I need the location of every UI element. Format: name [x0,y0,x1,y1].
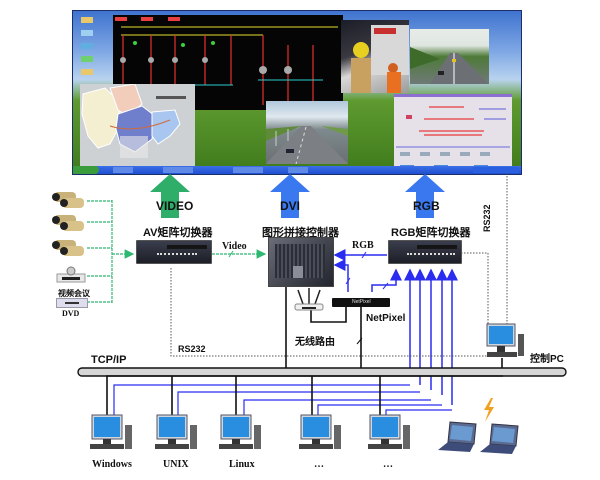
road-photo-window [410,29,489,84]
rgb-lines [333,249,458,405]
computer-icon [219,414,261,449]
highway-photo [266,126,348,164]
laptop-icon [480,423,519,454]
computer-icon [155,414,197,449]
workstation-linux [217,413,263,460]
workstation-other-2 [366,413,412,460]
netpixel-device: NetPixel [332,298,390,307]
dvi-arrow [270,174,310,218]
av-matrix-switcher [136,240,212,264]
dvd-label: DVD [62,309,80,318]
computer-icon [486,323,524,357]
dvi-arrow-label: DVI [280,199,301,213]
rgb-arrow [405,174,445,218]
substation-diagram-window [394,94,512,174]
camera-group-2 [52,213,88,238]
workstation-other-1 [297,413,343,460]
laptop-1 [436,420,482,461]
workstation-label: UNIX [163,459,189,470]
wireless-router-label: 无线路由 [295,337,335,348]
highway-photo-window [266,101,348,164]
video-arrow [150,174,190,218]
start-button [73,166,99,174]
taskbar [73,166,521,174]
control-pc-label: 控制PC [530,354,564,365]
av-switcher-label: AV矩阵切换器 [143,227,213,239]
workstation-label: … [314,459,324,470]
wireless-signal-icon [484,398,494,422]
rs232-right-label: RS232 [482,204,492,232]
graphics-wall-controller [268,237,334,287]
workstation-label: Windows [92,459,132,470]
desktop-icons [81,15,95,75]
video-input-lines [87,200,267,303]
rgb-arrow-label: RGB [413,199,440,213]
video-conference-device [56,266,86,289]
video-arrow-label: VIDEO [156,199,194,213]
system-tray [473,167,519,173]
rgb-matrix-switcher [388,240,462,264]
rgb-switcher-label: RGB矩阵切换器 [391,227,471,239]
video-conference-label: 视频会议 [58,289,90,298]
camera-group-3 [52,238,88,263]
workers-photo [351,25,409,93]
dvd-player [56,298,88,308]
graphics-controller-label: 图形拼接控制器 [262,227,339,239]
video-link-label: Video [222,241,247,252]
wireless-router-icon [294,288,324,311]
laptop-icon [438,421,477,452]
workstation-label: Linux [229,459,255,470]
road-photo [410,47,489,84]
computer-icon [368,414,410,449]
workstation-rgb-lines [113,384,452,415]
workstation-windows [88,413,134,460]
tcp-ip-bus [77,367,567,377]
tcp-ip-label: TCP/IP [91,354,127,366]
rs232-bottom-label: RS232 [178,344,206,354]
laptop-2 [478,422,524,463]
netpixel-device-label: NetPixel [352,299,371,305]
computer-icon [90,414,132,449]
netpixel-label: NetPixel [366,313,406,324]
control-pc [485,322,525,367]
workstation-label: … [383,459,393,470]
province-map [81,84,186,158]
power-grid-schematic [115,17,338,105]
rgb-link-label: RGB [352,240,374,251]
network-lines [106,283,503,415]
video-wall-display [72,10,522,175]
workers-photo-window [341,20,409,93]
computer-icon [299,414,341,449]
region-map-window [80,84,195,166]
camera-group-1 [52,190,88,215]
serial-lines [170,173,508,357]
workstation-unix [153,413,199,460]
